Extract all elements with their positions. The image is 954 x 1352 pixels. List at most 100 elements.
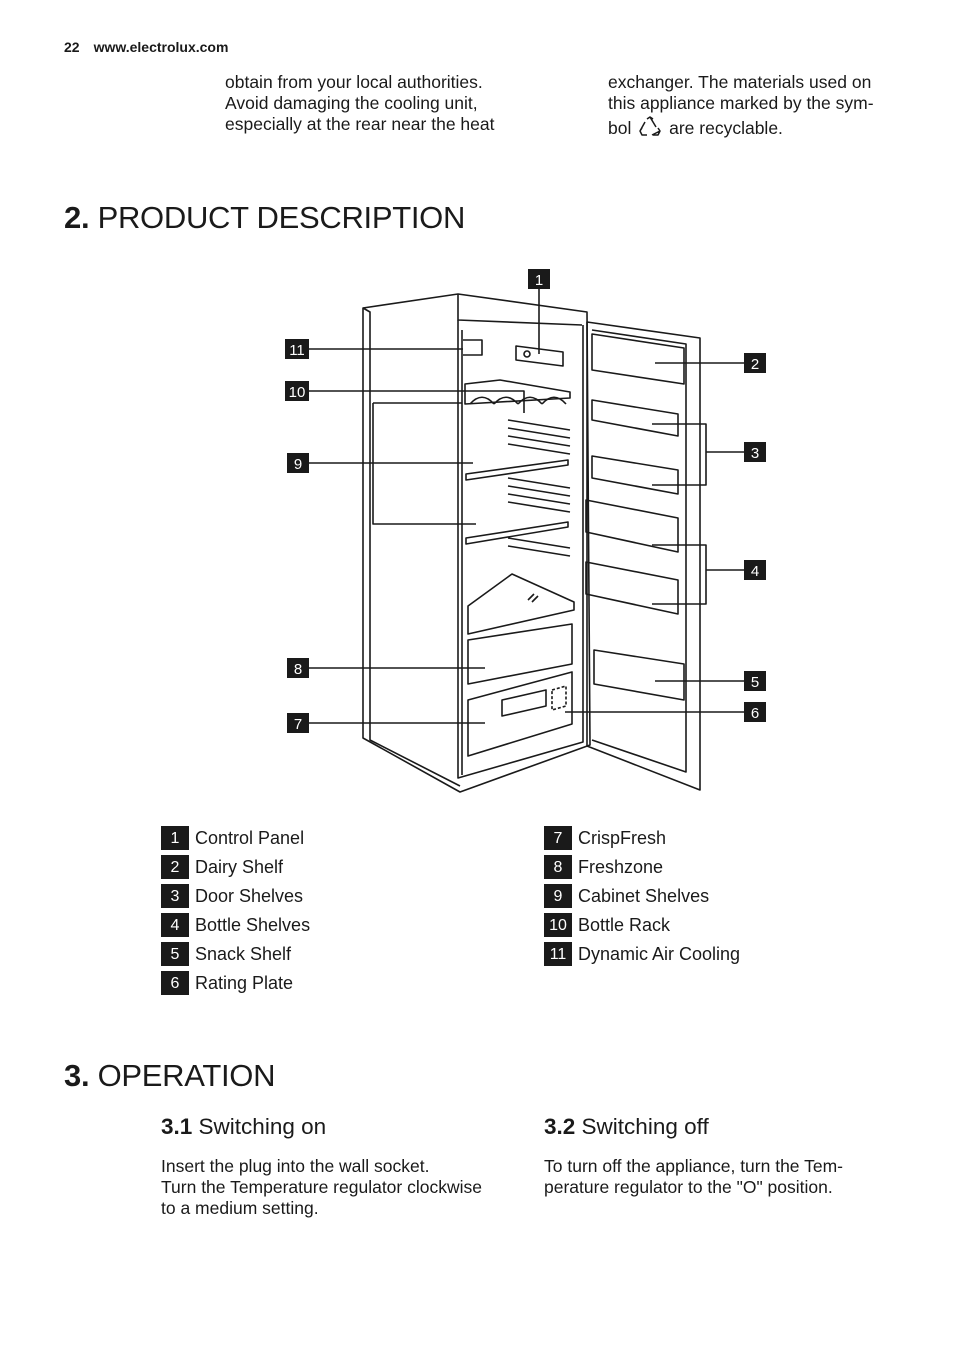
section-number: 3. — [64, 1058, 90, 1093]
svg-text:2: 2 — [751, 356, 759, 373]
intro-text: are recyclable. — [669, 118, 783, 138]
legend-item: 7 CrispFresh — [544, 825, 666, 851]
freshzone-drawer — [467, 623, 573, 685]
text-line: To turn off the appliance, turn the Tem- — [544, 1156, 843, 1176]
subsection-heading-switching-off: 3.2 Switching off — [544, 1114, 709, 1140]
legend-item: 5 Snack Shelf — [161, 941, 291, 967]
legend-item: 2 Dairy Shelf — [161, 854, 283, 880]
callout-4: 4 — [744, 560, 766, 580]
dairy-shelf — [591, 333, 685, 385]
door-shelf — [591, 455, 679, 495]
cabinet-shelf — [465, 459, 569, 481]
text-line: to a medium setting. — [161, 1198, 319, 1218]
subsection-title: Switching on — [198, 1114, 327, 1139]
legend-badge: 6 — [161, 971, 189, 995]
callout-5: 5 — [744, 671, 766, 691]
callout-1: 1 — [528, 269, 550, 289]
air-cooling-unit — [463, 339, 483, 356]
legend-label: Door Shelves — [195, 885, 304, 906]
section-title: OPERATION — [97, 1058, 276, 1093]
intro-column-left: obtain from your local authorities. Avoi… — [225, 72, 525, 135]
legend-badge: 7 — [544, 826, 572, 850]
callout-8: 8 — [287, 658, 309, 678]
text-line: Insert the plug into the wall socket. — [161, 1156, 430, 1176]
page-header: 22 www.electrolux.com — [64, 39, 228, 55]
bottle-rack — [464, 379, 571, 405]
svg-text:11: 11 — [289, 342, 305, 359]
crispfresh-drawer — [467, 671, 573, 757]
text-line: Turn the Temperature regulator clockwise — [161, 1177, 482, 1197]
legend-item: 3 Door Shelves — [161, 883, 303, 909]
subsection-number: 3.2 — [544, 1114, 576, 1139]
door-shelf — [591, 399, 679, 437]
svg-text:5: 5 — [751, 674, 759, 691]
subsection-number: 3.1 — [161, 1114, 193, 1139]
intro-line-symbol: bol are recyclable. — [608, 116, 908, 139]
legend-label: CrispFresh — [578, 827, 667, 848]
svg-text:4: 4 — [751, 563, 759, 580]
intro-line: this appliance marked by the sym- — [608, 93, 874, 113]
legend-badge: 2 — [161, 855, 189, 879]
bottle-shelf — [585, 499, 679, 553]
legend-label: Freshzone — [578, 856, 664, 877]
legend-item: 4 Bottle Shelves — [161, 912, 310, 938]
legend-badge: 9 — [544, 884, 572, 908]
legend-label: Snack Shelf — [195, 943, 292, 964]
section-title: PRODUCT DESCRIPTION — [97, 200, 466, 235]
svg-text:10: 10 — [289, 384, 306, 401]
subsection-title: Switching off — [581, 1114, 709, 1139]
snack-shelf — [593, 649, 685, 701]
svg-text:7: 7 — [294, 716, 302, 733]
legend-badge: 10 — [544, 913, 572, 937]
callout-7: 7 — [287, 713, 309, 733]
callout-10: 10 — [285, 381, 309, 401]
control-panel — [515, 345, 564, 367]
cabinet-interior — [457, 320, 584, 779]
legend-badge: 8 — [544, 855, 572, 879]
section-number: 2. — [64, 200, 90, 235]
legend-badge: 5 — [161, 942, 189, 966]
legend-label: Dynamic Air Cooling — [578, 943, 741, 964]
fridge-diagram: 1 2 3 4 5 6 7 8 9 10 11 — [285, 269, 766, 793]
legend-item: 6 Rating Plate — [161, 970, 293, 996]
callout-2: 2 — [744, 353, 766, 373]
section-heading-operation: 3. OPERATION — [64, 1058, 275, 1094]
intro-line: Avoid damaging the cooling unit, — [225, 93, 478, 113]
svg-text:6: 6 — [751, 705, 759, 722]
legend-item: 10 Bottle Rack — [544, 912, 670, 938]
page-number: 22 — [64, 39, 80, 55]
glass-shelf — [467, 573, 575, 635]
recycle-icon — [639, 116, 661, 136]
bottle-shelf — [585, 561, 679, 615]
callout-9: 9 — [287, 453, 309, 473]
subsection-heading-switching-on: 3.1 Switching on — [161, 1114, 326, 1140]
cabinet-shelf — [465, 521, 569, 545]
svg-text:1: 1 — [535, 272, 543, 289]
intro-column-right: exchanger. The materials used on this ap… — [608, 72, 908, 139]
legend-label: Bottle Shelves — [195, 914, 311, 935]
section-heading-product-description: 2. PRODUCT DESCRIPTION — [64, 200, 465, 236]
callout-3: 3 — [744, 442, 766, 462]
legend-badge: 3 — [161, 884, 189, 908]
intro-line: especially at the rear near the heat — [225, 114, 495, 134]
legend-item: 8 Freshzone — [544, 854, 663, 880]
legend-item: 9 Cabinet Shelves — [544, 883, 709, 909]
legend-label: Control Panel — [195, 827, 305, 848]
legend-item: 1 Control Panel — [161, 825, 304, 851]
legend-label: Dairy Shelf — [195, 856, 284, 877]
callout-6: 6 — [744, 702, 766, 722]
legend-label: Bottle Rack — [578, 914, 671, 935]
site-url[interactable]: www.electrolux.com — [93, 39, 229, 55]
svg-text:9: 9 — [294, 456, 302, 473]
svg-text:8: 8 — [294, 661, 302, 678]
door-outline — [586, 321, 701, 791]
legend-badge: 4 — [161, 913, 189, 937]
svg-text:3: 3 — [751, 445, 759, 462]
legend-label: Cabinet Shelves — [578, 885, 710, 906]
intro-line: exchanger. The materials used on — [608, 72, 872, 92]
switching-on-text: Insert the plug into the wall socket. Tu… — [161, 1156, 521, 1219]
legend-label: Rating Plate — [195, 972, 294, 993]
switching-off-text: To turn off the appliance, turn the Tem-… — [544, 1156, 904, 1198]
legend-badge: 1 — [161, 826, 189, 850]
